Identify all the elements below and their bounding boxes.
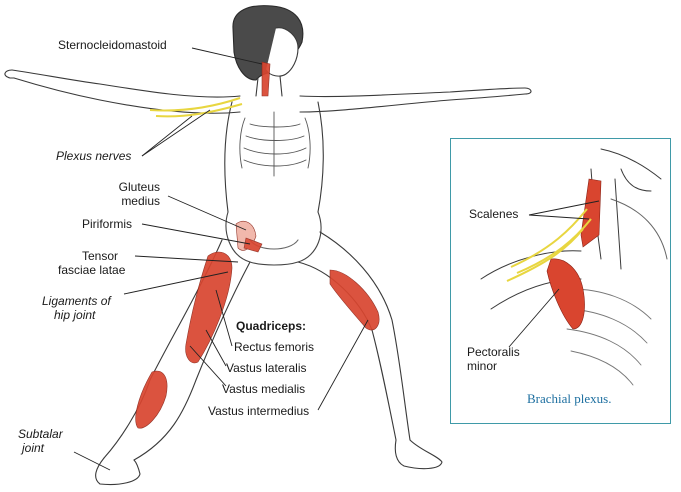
torso bbox=[224, 101, 324, 213]
label-vastus-medialis: Vastus medialis bbox=[222, 382, 306, 396]
inset-caption: Brachial plexus. bbox=[527, 391, 612, 406]
right-arm bbox=[299, 87, 526, 113]
label-tensor-line1: Tensor bbox=[82, 249, 119, 263]
label-quadriceps: Quadriceps: bbox=[236, 319, 307, 333]
scalenes-muscle bbox=[580, 178, 602, 248]
label-sternocleidomastoid: Sternocleidomastoid bbox=[58, 38, 167, 52]
label-ligaments-line1: Ligaments of bbox=[42, 294, 111, 308]
left-foot bbox=[95, 457, 141, 486]
piriformis-muscle bbox=[243, 237, 263, 253]
label-pectoralis-line2: minor bbox=[467, 359, 498, 373]
label-subtalar-line2: joint bbox=[22, 441, 45, 455]
label-gluteus-medius-line2: medius bbox=[121, 194, 160, 208]
right-leg bbox=[297, 231, 411, 441]
face bbox=[265, 27, 299, 77]
label-vastus-intermedius: Vastus intermedius bbox=[208, 404, 310, 418]
rib-cage bbox=[239, 111, 311, 177]
inset-artwork bbox=[480, 148, 668, 386]
label-pectoralis-line1: Pectoralis bbox=[467, 345, 520, 359]
plexus-nerve-lines bbox=[149, 97, 243, 118]
label-gluteus-medius-line1: Gluteus bbox=[118, 180, 160, 194]
left-calf-muscle bbox=[135, 370, 168, 429]
brachial-plexus-inset: Scalenes Pectoralis minor Brachial plexu… bbox=[450, 138, 671, 424]
muscles bbox=[135, 61, 380, 429]
label-rectus-femoris: Rectus femoris bbox=[234, 340, 315, 354]
right-quadriceps-muscle bbox=[329, 269, 380, 331]
label-ligaments-line2: hip joint bbox=[54, 308, 96, 322]
label-subtalar-line1: Subtalar bbox=[18, 427, 63, 441]
label-piriformis: Piriformis bbox=[82, 217, 132, 231]
pelvis bbox=[225, 211, 322, 266]
pectoralis-minor-muscle bbox=[546, 258, 585, 330]
label-vastus-lateralis: Vastus lateralis bbox=[226, 361, 307, 375]
label-plexus-nerves: Plexus nerves bbox=[56, 149, 132, 163]
left-quadriceps-muscle bbox=[185, 251, 233, 364]
label-scalenes: Scalenes bbox=[469, 207, 519, 221]
leader-lines bbox=[73, 47, 369, 471]
sternocleidomastoid-muscle bbox=[261, 61, 271, 97]
label-tensor-line2: fasciae latae bbox=[58, 263, 126, 277]
right-foot bbox=[394, 439, 443, 470]
